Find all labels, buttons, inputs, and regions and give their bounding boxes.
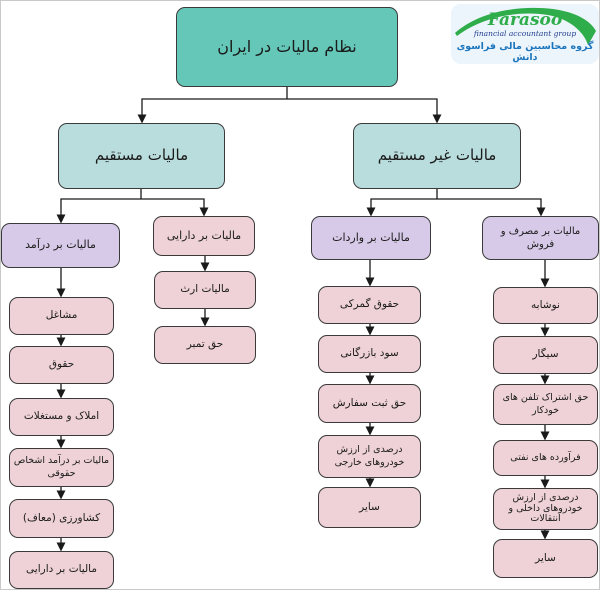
tree-node: حقوق گمرکی bbox=[318, 286, 421, 324]
col3-header-node: مالیات بر واردات bbox=[311, 216, 431, 260]
tree-node: مشاغل bbox=[9, 297, 114, 335]
col2-header-node: مالیات بر دارایی bbox=[153, 216, 255, 256]
tree-node: مالیات ارث bbox=[154, 271, 256, 309]
tree-node: مالیات بر دارایی bbox=[9, 551, 114, 589]
tree-node: سایر bbox=[318, 487, 421, 528]
logo-tagline: گروه محاسبین مالی فراسوی دانش bbox=[456, 40, 594, 63]
branch-direct-node: مالیات مستقیم bbox=[58, 123, 225, 189]
tree-node: سود بازرگانی bbox=[318, 335, 421, 373]
tree-node: فرآورده های نفتی bbox=[493, 440, 598, 476]
tree-node: سیگار bbox=[493, 336, 598, 374]
col1-header-node: مالیات بر درآمد bbox=[1, 223, 120, 268]
branch-indirect-node: مالیات غیر مستقیم bbox=[353, 123, 521, 189]
tree-node: سایر bbox=[493, 539, 598, 578]
tree-node: درصدی از ارزش خودروهای خارجی bbox=[318, 435, 421, 478]
tree-node: حق ثبت سفارش bbox=[318, 384, 421, 423]
tree-node: املاک و مستغلات bbox=[9, 398, 114, 436]
logo-swoosh-icon bbox=[455, 7, 596, 45]
tree-node: نوشابه bbox=[493, 287, 598, 324]
root-node: نظام مالیات در ایران bbox=[176, 7, 398, 87]
logo-subtitle: financial accountant group bbox=[473, 29, 577, 38]
logo-brand: Farasoo bbox=[487, 10, 563, 30]
tree-node: درصدی از ارزش خودروهای داخلی و انتقالات bbox=[493, 488, 598, 530]
col4-header-node: مالیات بر مصرف و فروش bbox=[482, 216, 599, 260]
tree-node: مالیات بر درآمد اشخاص حقوقی bbox=[9, 448, 114, 487]
tree-node: کشاورزی (معاف) bbox=[9, 499, 114, 538]
tree-node: حق تمبر bbox=[154, 326, 256, 364]
tree-node: حقوق bbox=[9, 346, 114, 384]
tree-node: حق اشتراک تلفن های خودکار bbox=[493, 384, 598, 425]
logo: Farasoo financial accountant group گروه … bbox=[451, 4, 599, 64]
